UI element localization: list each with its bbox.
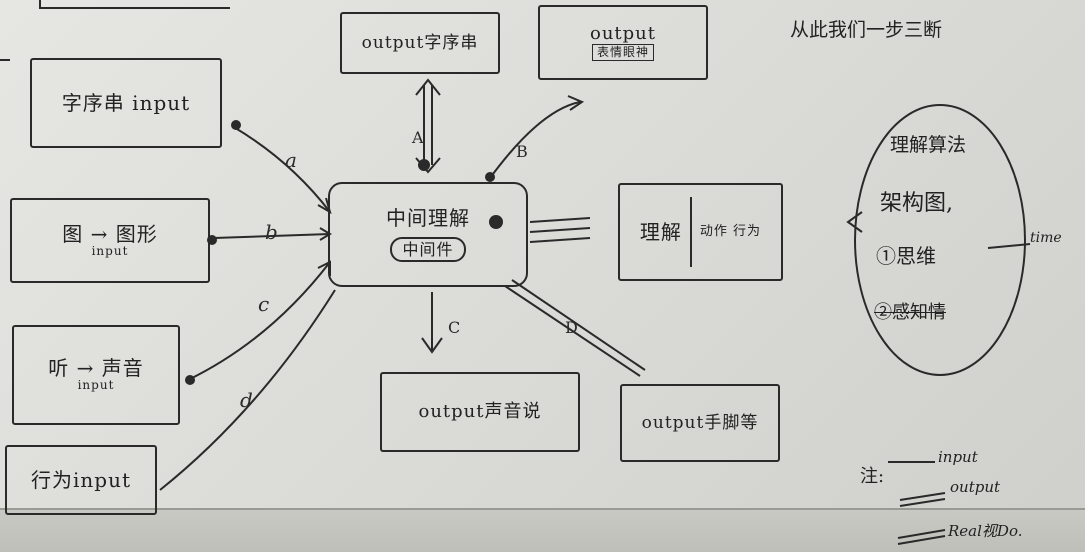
edge-c bbox=[187, 261, 331, 381]
input-box-text: 字序串 input bbox=[30, 58, 222, 148]
legend-prefix: 注: bbox=[860, 466, 885, 487]
edge-label-A: A bbox=[412, 128, 424, 147]
edge-a bbox=[231, 125, 331, 213]
input-sound-sub: input bbox=[77, 378, 115, 393]
edge-label-d: d bbox=[240, 388, 253, 412]
oval-note-4: ②感知情 bbox=[874, 302, 946, 323]
edge-label-a: a bbox=[285, 148, 297, 172]
understand-label: 理解 bbox=[639, 220, 682, 244]
output-box-sound: output声音说 bbox=[380, 372, 580, 452]
edge-b bbox=[213, 233, 331, 239]
input-box-image: 图 → 图形 input bbox=[10, 198, 210, 283]
output-sound-label: output声音说 bbox=[418, 401, 542, 423]
output-limbs-label: output手脚等 bbox=[641, 412, 759, 433]
edge-D bbox=[504, 279, 646, 377]
legend-real: Real视Do. bbox=[948, 522, 1023, 540]
input-image-label: 图 → 图形 bbox=[62, 221, 158, 246]
output-box-text: output字序串 bbox=[340, 12, 500, 74]
input-box-sound: 听 → 声音 input bbox=[12, 325, 180, 425]
edge-right bbox=[529, 217, 591, 243]
output-box-face: output 表情眼神 bbox=[538, 5, 708, 80]
oval-note-1: 理解算法 bbox=[890, 134, 967, 156]
output-face-sub: 表情眼神 bbox=[591, 43, 654, 61]
time-line bbox=[987, 243, 1031, 249]
header-note: 从此我们一步三断 bbox=[790, 19, 943, 41]
notes-oval bbox=[854, 104, 1026, 376]
output-box-understand: 理解 动作 行为 bbox=[618, 183, 783, 281]
input-box-behavior: 行为input bbox=[5, 445, 157, 515]
edge-label-b: b bbox=[265, 220, 278, 244]
time-label: time bbox=[1030, 230, 1062, 246]
edge-B bbox=[489, 101, 581, 179]
understand-sub: 动作 行为 bbox=[699, 223, 762, 239]
output-face-label: output bbox=[589, 23, 656, 44]
input-text-label: 字序串 input bbox=[61, 91, 191, 115]
oval-note-2: 架构图, bbox=[880, 191, 953, 216]
input-behavior-label: 行为input bbox=[31, 468, 131, 492]
edge-label-D: D bbox=[565, 318, 578, 337]
center-title: 中间理解 bbox=[386, 205, 470, 230]
center-box: 中间理解 中间件 bbox=[328, 182, 528, 287]
edge-d bbox=[159, 289, 336, 491]
edge-label-B: B bbox=[516, 142, 528, 161]
output-box-limbs: output手脚等 bbox=[620, 384, 780, 462]
oval-note-3: ①思维 bbox=[876, 244, 936, 268]
desk-surface bbox=[0, 508, 1085, 552]
edge-A bbox=[423, 85, 433, 165]
input-image-sub: input bbox=[91, 243, 129, 258]
edge-label-c: c bbox=[258, 292, 270, 316]
edge-label-C: C bbox=[448, 318, 461, 337]
center-subbox: 中间件 bbox=[390, 236, 466, 263]
understand-divider bbox=[689, 197, 692, 267]
legend-output: output bbox=[950, 478, 1001, 496]
input-sound-label: 听 → 声音 bbox=[48, 356, 144, 381]
output-text-label: output字序串 bbox=[361, 32, 479, 53]
legend-input: input bbox=[938, 448, 978, 466]
